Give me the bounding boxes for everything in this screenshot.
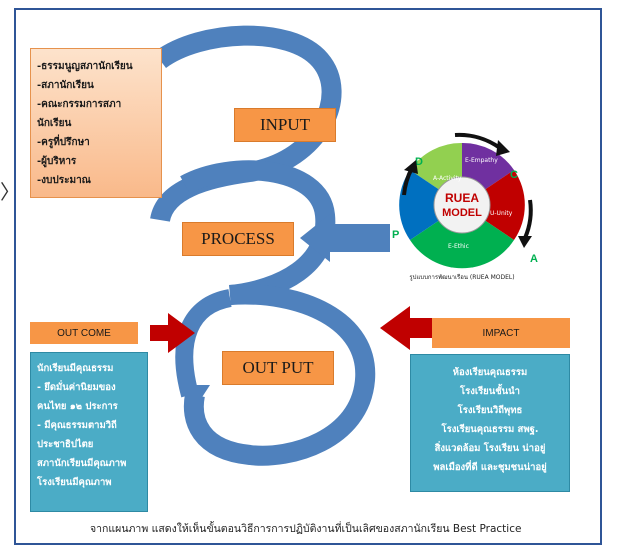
outcome-label: OUT COME <box>30 322 138 344</box>
ruea-model-caption: รูปแบบการพัฒนาเรือน (RUEA MODEL) <box>409 273 514 281</box>
input-item: -ครูที่ปรึกษา <box>37 137 90 148</box>
outcome-item: สภานักเรียนมีคุณภาพ <box>37 458 127 469</box>
input-item: -ธรรมนูญสภานักเรียน <box>37 61 133 72</box>
cycle-letter-p: P <box>392 229 399 241</box>
outcome-item: โรงเรียนมีคุณภาพ <box>37 477 112 488</box>
impact-item: สิ่งแวดล้อม โรงเรียน น่าอยู่ <box>434 443 546 454</box>
ruea-model-subtitle: MODEL <box>442 207 482 219</box>
outcome-item: - ยึดมั่นค่านิยมของ <box>37 382 116 393</box>
impact-item: พลเมืองที่ดี และชุมชนน่าอยู่ <box>433 462 547 473</box>
impact-red-arrow <box>380 306 432 350</box>
segment-empathy: E-Empathy <box>465 157 498 164</box>
cycle-arrow-icon <box>523 199 533 239</box>
input-stage-label: INPUT <box>234 108 336 142</box>
cycle-arrow-icon <box>454 132 502 150</box>
cycle-arrowhead-icon <box>404 160 418 174</box>
segment-unity: U-Unity <box>490 210 513 217</box>
flow-arrowhead <box>180 385 210 408</box>
cycle-letter-d: D <box>415 156 423 168</box>
diagram-caption: จากแผนภาพ แสดงให้เห็นขั้นตอนวิธีการการปฏ… <box>90 523 522 535</box>
ruea-model-graphic: RUEA MODEL A-Activity E-Empathy U-Unity … <box>392 132 538 281</box>
cycle-letter-c: C <box>510 169 518 181</box>
cycle-arrowhead-icon <box>496 140 510 156</box>
input-item: -คณะกรรมการสภา <box>37 99 122 110</box>
cycle-arrowhead-icon <box>518 236 532 248</box>
outcome-panel: นักเรียนมีคุณธรรม - ยึดมั่นค่านิยมของ คน… <box>30 352 148 512</box>
output-stage-label: OUT PUT <box>222 351 334 385</box>
input-item: -สภานักเรียน <box>37 80 94 91</box>
impact-panel: ห้องเรียนคุณธรรม โรงเรียนชั้นนำ โรงเรียน… <box>410 354 570 492</box>
outcome-item: นักเรียนมีคุณธรรม <box>37 363 114 374</box>
impact-label: IMPACT <box>432 318 570 348</box>
input-item: -งบประมาณ <box>37 175 91 186</box>
impact-item: โรงเรียนชั้นนำ <box>459 386 521 397</box>
impact-item: ห้องเรียนคุณธรรม <box>452 367 528 378</box>
input-item: -ผู้บริหาร <box>37 156 77 167</box>
cycle-letter-a: A <box>530 253 538 265</box>
outcome-red-arrow <box>150 313 195 353</box>
input-item: นักเรียน <box>37 118 72 129</box>
outcome-item: คนไทย ๑๒ ประการ <box>37 401 118 412</box>
ruea-model-title: RUEA <box>445 191 479 205</box>
chevron-right-icon: 〉 <box>0 180 20 204</box>
impact-item: โรงเรียนวิถีพุทธ <box>457 405 523 416</box>
segment-ethic: E-Ethic <box>448 243 469 250</box>
segment-activity: A-Activity <box>433 175 462 182</box>
input-resources-box: -ธรรมนูญสภานักเรียน -สภานักเรียน -คณะกรร… <box>30 48 162 198</box>
impact-item: โรงเรียนคุณธรรม สพฐ. <box>441 424 539 435</box>
model-to-process-arrow <box>300 214 390 262</box>
outcome-item: - มีคุณธรรมตามวิถี <box>37 420 117 431</box>
output-loop-arrow <box>183 284 376 466</box>
outcome-item: ประชาธิปไตย <box>37 439 94 450</box>
process-loop-arrow <box>180 160 336 305</box>
process-stage-label: PROCESS <box>182 222 294 256</box>
return-loop-arrow <box>175 289 233 398</box>
